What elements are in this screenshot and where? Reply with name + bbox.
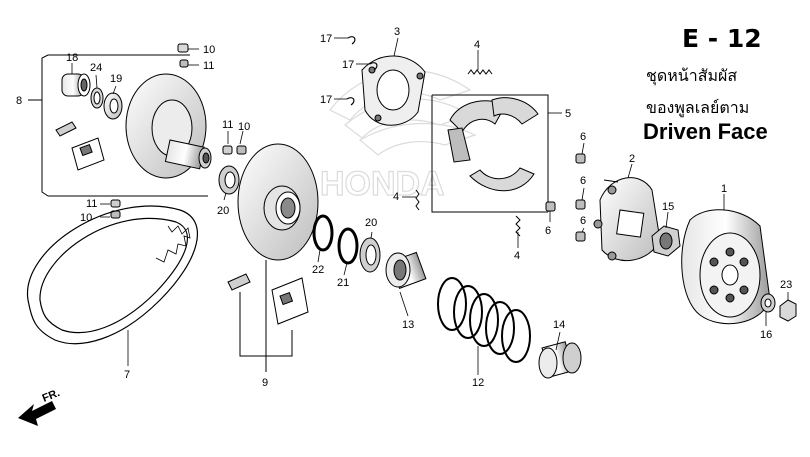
- part-5-clutch-weight-set: [431, 94, 549, 213]
- callouts: 18 24 19 8 10 11 11 10 20 11 10 7 9 22 2…: [16, 26, 792, 389]
- part-4-clutch-weight-springs: [415, 69, 521, 237]
- leader-lines: [71, 37, 789, 375]
- callout-17-a: 17: [320, 33, 332, 45]
- callout-18: 18: [66, 52, 78, 64]
- callout-14: 14: [553, 319, 565, 331]
- callout-6-a: 6: [580, 131, 586, 143]
- callout-17-c: 17: [320, 94, 332, 106]
- callout-10-center: 10: [238, 121, 250, 133]
- callout-11-center: 11: [222, 119, 233, 131]
- callout-4-left: 4: [393, 191, 399, 203]
- callout-9: 9: [262, 377, 268, 389]
- callout-6-b: 6: [580, 175, 586, 187]
- part-2-drive-plate: [593, 177, 661, 261]
- part-24-oil-seal: [90, 87, 104, 109]
- part-17-clips: [346, 36, 378, 106]
- retaining-clip-lower: [227, 273, 251, 291]
- callout-12: 12: [472, 377, 484, 389]
- bracket-9: [239, 260, 293, 372]
- callout-10-top: 10: [203, 44, 215, 56]
- callout-1: 1: [721, 183, 727, 195]
- callout-6-c: 6: [545, 225, 551, 237]
- part-6-rubber-dampers: [545, 153, 586, 242]
- callout-15: 15: [662, 201, 674, 213]
- part-19-ball-bearing: [103, 92, 123, 120]
- english-title: Driven Face: [643, 119, 768, 144]
- thai-title-line-2: ของพูลเลย์ตาม: [646, 98, 750, 117]
- callout-20-right: 20: [365, 217, 377, 229]
- part-20-oil-seal-left: [218, 165, 240, 195]
- callout-21: 21: [337, 277, 349, 289]
- part-14-collar: [538, 341, 582, 379]
- part-23-nut: [779, 299, 797, 322]
- part-1-clutch-outer: [681, 209, 771, 325]
- callout-11-lower: 11: [86, 198, 97, 210]
- diagram-code: E - 12: [682, 24, 762, 53]
- part-15-nut: [651, 225, 681, 257]
- part-10-11-guide-pins-center: [222, 145, 247, 155]
- part-3-clutch-plate: [361, 55, 426, 126]
- callout-3: 3: [394, 26, 400, 38]
- callout-23: 23: [780, 279, 792, 291]
- honda-watermark-text: HONDA: [320, 165, 445, 203]
- part-10-11-guide-pin-top: [177, 43, 189, 68]
- part-16-washer: [760, 293, 776, 313]
- callout-2: 2: [629, 153, 635, 165]
- callout-7: 7: [124, 369, 130, 381]
- callout-24: 24: [90, 62, 102, 74]
- driven-face-outer: [125, 73, 212, 179]
- part-22-o-ring: [312, 214, 334, 252]
- callout-4-bottom: 4: [514, 250, 520, 262]
- part-20-oil-seal-right: [359, 237, 381, 273]
- part-13-seal-collar: [385, 251, 427, 289]
- callout-6-d: 6: [580, 215, 586, 227]
- part-10-11-guide-pins-lower: [110, 199, 121, 219]
- callout-8: 8: [16, 95, 22, 107]
- bracket-8: [28, 54, 208, 197]
- part-18-needle-bearing: [61, 73, 91, 97]
- callout-20-left: 20: [217, 205, 229, 217]
- callout-17-b: 17: [342, 59, 354, 71]
- callout-19: 19: [110, 73, 122, 85]
- grease-label-card-left: [71, 137, 105, 171]
- driven-face-inner: [237, 143, 319, 261]
- callout-10-lower: 10: [80, 212, 92, 224]
- thai-title-line-1: ชุดหน้าสัมผัส: [646, 66, 738, 85]
- part-12-driven-face-spring: [437, 277, 531, 363]
- front-direction-label: FR.: [41, 387, 62, 405]
- part-7-drive-belt: [27, 205, 198, 345]
- front-direction-arrow: FR.: [18, 387, 62, 426]
- callout-22: 22: [312, 264, 324, 276]
- callout-13: 13: [402, 319, 414, 331]
- honda-wing-watermark: HONDA: [319, 69, 477, 204]
- callout-4-top: 4: [474, 39, 480, 51]
- grease-label-card-lower: [271, 277, 309, 325]
- retaining-clip-left: [55, 121, 77, 137]
- callout-5: 5: [565, 108, 571, 120]
- part-21-o-ring: [337, 227, 359, 265]
- callout-11-top: 11: [203, 60, 214, 72]
- callout-16: 16: [760, 329, 772, 341]
